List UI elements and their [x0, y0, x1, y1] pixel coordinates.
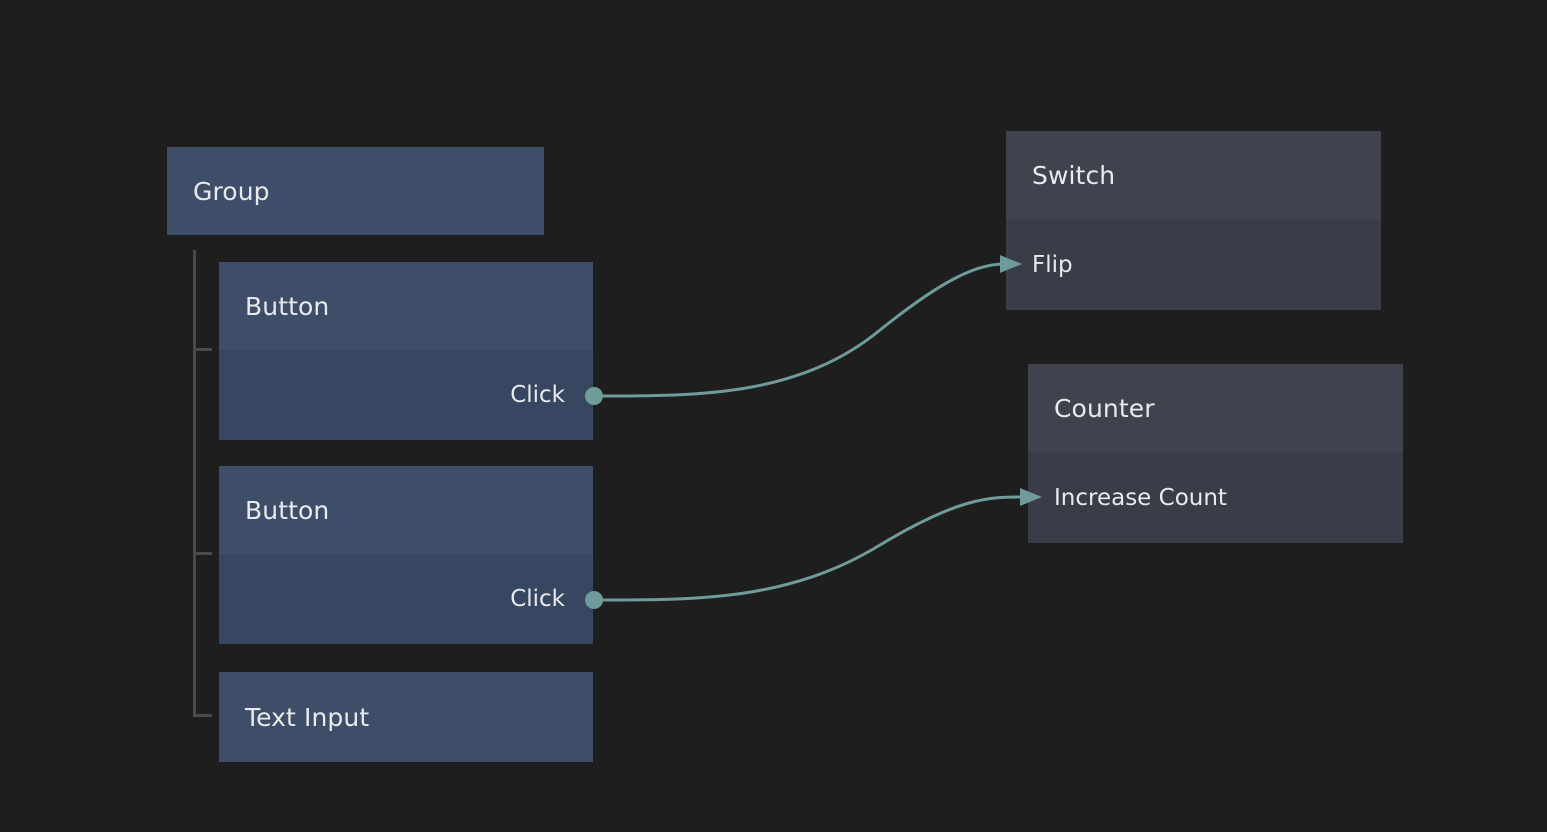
edge-button1-click-to-switch-flip[interactable]: [598, 262, 1006, 398]
group-child-guide-stub-2: [193, 552, 212, 555]
node-group[interactable]: Group: [167, 147, 544, 235]
group-child-guide-stub-3: [193, 714, 212, 717]
output-port-button-1-click[interactable]: [585, 387, 603, 405]
edge-button2-click-to-counter-increase-count[interactable]: [598, 495, 1024, 602]
node-text-input[interactable]: Text Input: [219, 672, 593, 762]
node-switch-action-flip-label[interactable]: Flip: [1032, 251, 1073, 278]
node-switch-body: Flip: [1006, 220, 1381, 310]
node-switch-header: Switch: [1006, 131, 1381, 220]
output-port-button-2-click[interactable]: [585, 591, 603, 609]
group-child-guide-stub-1: [193, 348, 212, 351]
node-counter-body: Increase Count: [1028, 453, 1403, 543]
node-switch-title: Switch: [1032, 161, 1116, 190]
node-counter[interactable]: Counter Increase Count: [1028, 364, 1403, 543]
node-switch[interactable]: Switch Flip: [1006, 131, 1381, 310]
node-counter-header: Counter: [1028, 364, 1403, 453]
node-button-1-header: Button: [219, 262, 593, 350]
group-children-guide-vertical: [193, 250, 196, 717]
node-counter-title: Counter: [1054, 394, 1155, 423]
node-button-2-body: Click: [219, 554, 593, 644]
node-button-2-port-click-label[interactable]: Click: [510, 585, 565, 612]
node-button-1-port-click-label[interactable]: Click: [510, 381, 565, 408]
node-counter-action-increase-count-label[interactable]: Increase Count: [1054, 484, 1227, 511]
node-text-input-title: Text Input: [245, 702, 370, 732]
node-group-header: Group: [167, 147, 544, 235]
node-button-1-title: Button: [245, 291, 330, 321]
node-button-2-title: Button: [245, 495, 330, 525]
node-text-input-header: Text Input: [219, 672, 593, 762]
node-button-1-body: Click: [219, 350, 593, 440]
node-button-2-header: Button: [219, 466, 593, 554]
node-button-2[interactable]: Button Click: [219, 466, 593, 644]
node-group-title: Group: [193, 176, 270, 206]
node-button-1[interactable]: Button Click: [219, 262, 593, 440]
